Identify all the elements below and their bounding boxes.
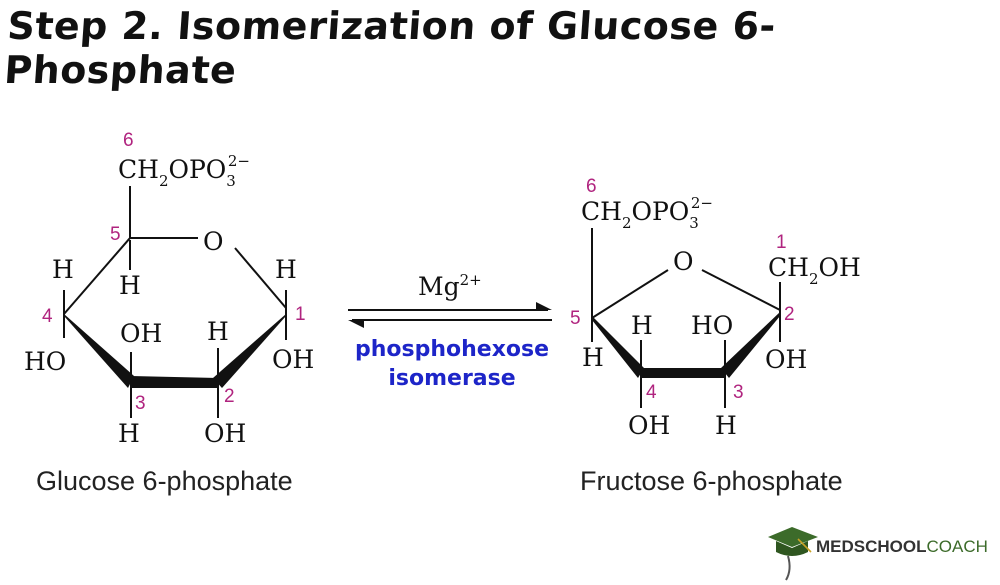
- fructose-carbon-number-4: 4: [646, 382, 657, 403]
- fructose-c2-hydroxyl: OH: [765, 345, 807, 374]
- fructose-carbon-number-1: 1: [776, 232, 787, 253]
- fructose-caption: Fructose 6-phosphate: [580, 466, 843, 496]
- glucose-c2-hydrogen: H: [207, 317, 229, 346]
- fructose-c5-o-bond: [591, 269, 669, 319]
- medschoolcoach-logo: MEDSCHOOLCOACH: [768, 527, 988, 581]
- glucose-c4-hydroxyl: HO: [24, 347, 66, 376]
- logo-wordmark: MEDSCHOOLCOACH: [816, 537, 988, 556]
- glucose-c4-hydrogen: H: [52, 255, 74, 284]
- fructose-c4-c3-bold-bond: [640, 368, 725, 378]
- glucose-carbon-number-2: 2: [224, 386, 235, 407]
- glucose-ring-oxygen: O: [203, 227, 224, 256]
- glucose-c1-hydroxyl: OH: [272, 345, 314, 374]
- fructose-c3-hydrogen: H: [715, 411, 737, 440]
- glucose-c5-c4-bond: [63, 237, 131, 315]
- reverse-arrow-head: [348, 320, 364, 328]
- fructose-ch2opo3-group: CH2OPO32−: [581, 194, 713, 232]
- glucose-c4-c3-wedge: [64, 314, 134, 388]
- fructose-carbon-number-6: 6: [586, 176, 597, 197]
- fructose-carbon-number-3: 3: [733, 382, 744, 403]
- glucose-c3-c2-bold-bond: [131, 376, 218, 388]
- glucose-carbon-number-3: 3: [135, 393, 146, 414]
- enzyme-name-line2: isomerase: [388, 366, 515, 391]
- fructose-c3-c2-wedge: [721, 312, 780, 378]
- fructose-carbon-number-5: 5: [570, 308, 581, 329]
- reaction-arrows: Mg2+ phosphohexose isomerase: [348, 271, 552, 391]
- glucose-carbon-number-6: 6: [123, 130, 134, 151]
- graduation-cap-icon: [768, 527, 818, 581]
- enzyme-name-line1: phosphohexose: [355, 337, 549, 362]
- fructose-c5-c4-wedge: [592, 316, 644, 378]
- glucose-carbon-number-1: 1: [295, 304, 306, 325]
- glucose-c5-hydrogen: H: [119, 271, 141, 300]
- fructose-c3-hydroxyl: HO: [691, 311, 733, 340]
- cofactor-label: Mg2+: [418, 271, 482, 301]
- fructose-structure: CH2OPO32− CH2OH O H H HO OH OH H 1 2 3 4…: [570, 176, 861, 496]
- fructose-ch2oh-group: CH2OH: [768, 253, 861, 288]
- glucose-c2-c1-wedge: [213, 314, 286, 388]
- glucose-c3-hydroxyl: OH: [120, 319, 162, 348]
- glucose-structure: CH2OPO32− O H H HO H OH OH H H OH 1 2 3 …: [24, 130, 314, 496]
- glucose-c1-hydrogen: H: [275, 255, 297, 284]
- glucose-c3-hydrogen: H: [118, 419, 140, 448]
- fructose-c4-hydrogen: H: [631, 311, 653, 340]
- forward-arrow-head: [536, 302, 552, 310]
- glucose-carbon-number-4: 4: [42, 306, 53, 327]
- glucose-o-c1-bond: [234, 247, 287, 309]
- fructose-carbon-number-2: 2: [784, 304, 795, 325]
- fructose-c5-hydrogen: H: [582, 343, 604, 372]
- glucose-ch2opo3-group: CH2OPO32−: [118, 152, 250, 190]
- fructose-o-c2-bond: [701, 269, 781, 311]
- glucose-c2-hydroxyl: OH: [204, 419, 246, 448]
- glucose-caption: Glucose 6-phosphate: [36, 466, 293, 496]
- fructose-ring-oxygen: O: [673, 247, 694, 276]
- glucose-carbon-number-5: 5: [110, 224, 121, 245]
- fructose-c4-hydroxyl: OH: [628, 411, 670, 440]
